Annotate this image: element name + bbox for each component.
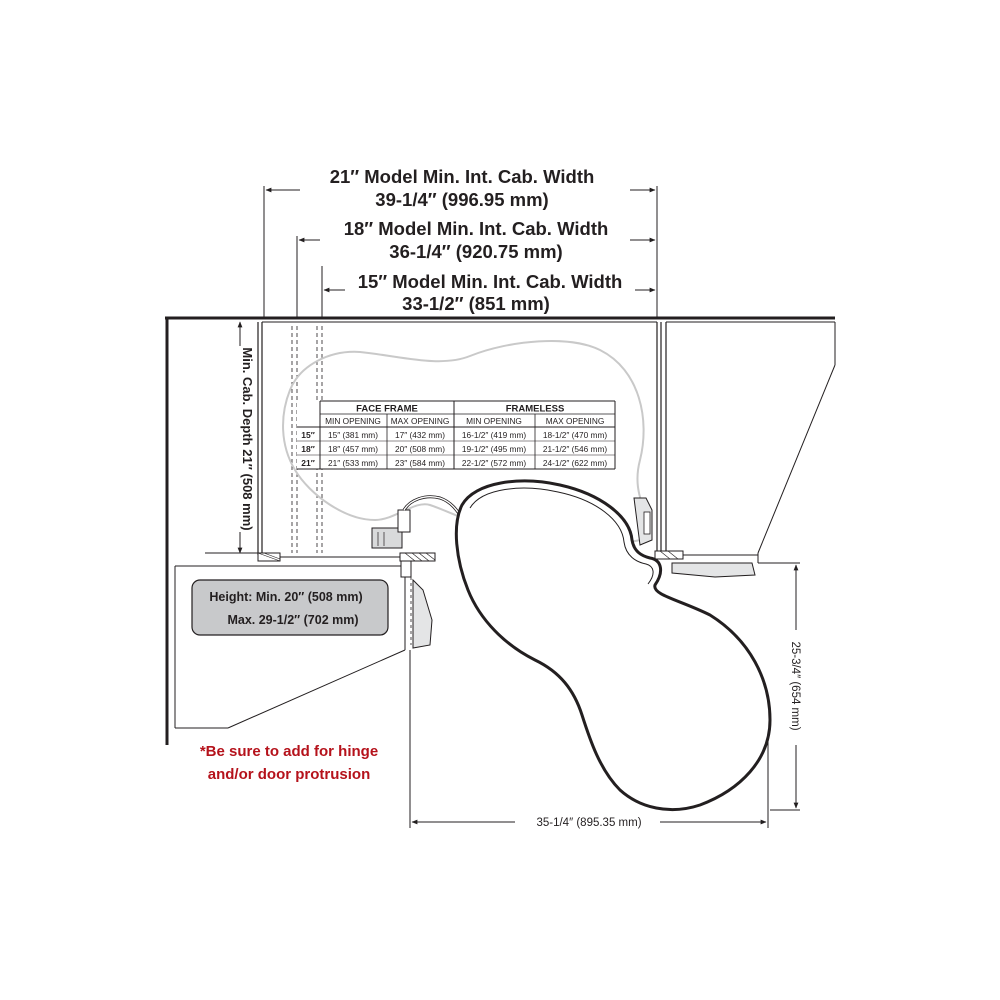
bottom-width-label: 35-1/4″ (895.35 mm) xyxy=(536,817,641,829)
height-info-box: Height: Min. 20″ (508 mm) Max. 29-1/2″ (… xyxy=(191,579,389,636)
table-cell: 18″ (457 mm) xyxy=(328,444,378,454)
table-group-frameless: FRAMELESS xyxy=(506,404,565,415)
hinge-note: *Be sure to add for hinge and/or door pr… xyxy=(200,743,378,783)
table-cell: 17″ (432 mm) xyxy=(395,430,445,440)
table-row-model: 15″ xyxy=(301,430,315,440)
width-dimensions: 21″ Model Min. Int. Cab. Width 39-1/4″ (… xyxy=(263,163,658,318)
table-col-ff-max: MAX OPENING xyxy=(391,416,450,426)
table-cell: 23″ (584 mm) xyxy=(395,458,445,468)
dim-18-value: 36-1/4″ (920.75 mm) xyxy=(389,241,562,262)
table-col-ff-min: MIN OPENING xyxy=(325,416,381,426)
table-cell: 21″ (533 mm) xyxy=(328,458,378,468)
dim-15-value: 33-1/2″ (851 mm) xyxy=(402,293,550,314)
dim-15-label: 15″ Model Min. Int. Cab. Width xyxy=(358,271,623,292)
right-depth-dimension: 25-3/4″ (654 mm) xyxy=(758,562,805,811)
table-cell: 16-1/2″ (419 mm) xyxy=(462,430,527,440)
cabinet-walls xyxy=(165,316,836,745)
depth-dimension: Min. Cab. Depth 21″ (508 mm) xyxy=(230,321,255,554)
bottom-width-dimension: 35-1/4″ (895.35 mm) xyxy=(409,650,769,831)
table-cell: 18-1/2″ (470 mm) xyxy=(543,430,608,440)
depth-label: Min. Cab. Depth 21″ (508 mm) xyxy=(240,347,255,530)
table-group-face-frame: FACE FRAME xyxy=(356,404,418,415)
table-cell: 15″ (381 mm) xyxy=(328,430,378,440)
table-row-model: 21″ xyxy=(301,458,315,468)
table-col-fl-max: MAX OPENING xyxy=(546,416,605,426)
height-max-label: Max. 29-1/2″ (702 mm) xyxy=(227,613,358,627)
height-min-label: Height: Min. 20″ (508 mm) xyxy=(209,590,362,604)
right-depth-label: 25-3/4″ (654 mm) xyxy=(789,641,801,730)
dim-18-label: 18″ Model Min. Int. Cab. Width xyxy=(344,218,609,239)
hinge-note-line1: *Be sure to add for hinge xyxy=(200,743,378,760)
dim-21-label: 21″ Model Min. Int. Cab. Width xyxy=(330,166,595,187)
dim-21-value: 39-1/4″ (996.95 mm) xyxy=(375,189,548,210)
tray-outline xyxy=(454,479,772,812)
opening-table: FACE FRAME FRAMELESS MIN OPENING MAX OPE… xyxy=(297,400,616,470)
table-cell: 24-1/2″ (622 mm) xyxy=(543,458,608,468)
table-cell: 20″ (508 mm) xyxy=(395,444,445,454)
table-cell: 21-1/2″ (546 mm) xyxy=(543,444,608,454)
table-cell: 22-1/2″ (572 mm) xyxy=(462,458,527,468)
hinge-note-line2: and/or door protrusion xyxy=(208,766,371,783)
table-col-fl-min: MIN OPENING xyxy=(466,416,522,426)
table-row-model: 18″ xyxy=(301,444,315,454)
table-cell: 19-1/2″ (495 mm) xyxy=(462,444,527,454)
